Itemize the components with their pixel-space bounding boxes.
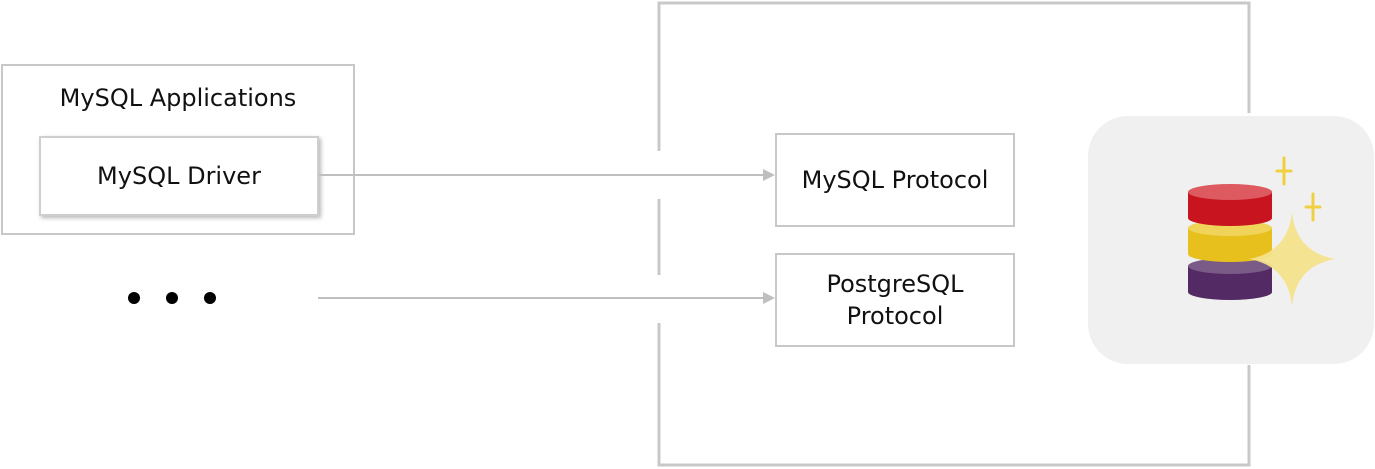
mysql-applications-title: MySQL Applications [59,84,297,112]
postgresql-protocol-box: PostgreSQL Protocol [775,253,1015,347]
proxy-frame [657,1,1251,467]
database-card [1088,116,1374,364]
arrowhead-postgresql [763,292,775,304]
mysql-protocol-label: MySQL Protocol [801,165,989,194]
mysql-protocol-box: MySQL Protocol [775,133,1015,227]
ellipsis-icon [128,276,216,320]
postgresql-protocol-label: PostgreSQL Protocol [826,269,964,330]
mysql-driver-label: MySQL Driver [97,162,261,190]
proxy-frame-outline [657,1,1251,467]
mysql-driver-box: MySQL Driver [39,136,319,216]
ellipsis-dot [166,292,178,304]
ellipsis-dot [128,292,140,304]
database-sparkle-icon [1188,156,1335,306]
ellipsis-dot [204,292,216,304]
arrowhead-mysql [763,169,775,181]
